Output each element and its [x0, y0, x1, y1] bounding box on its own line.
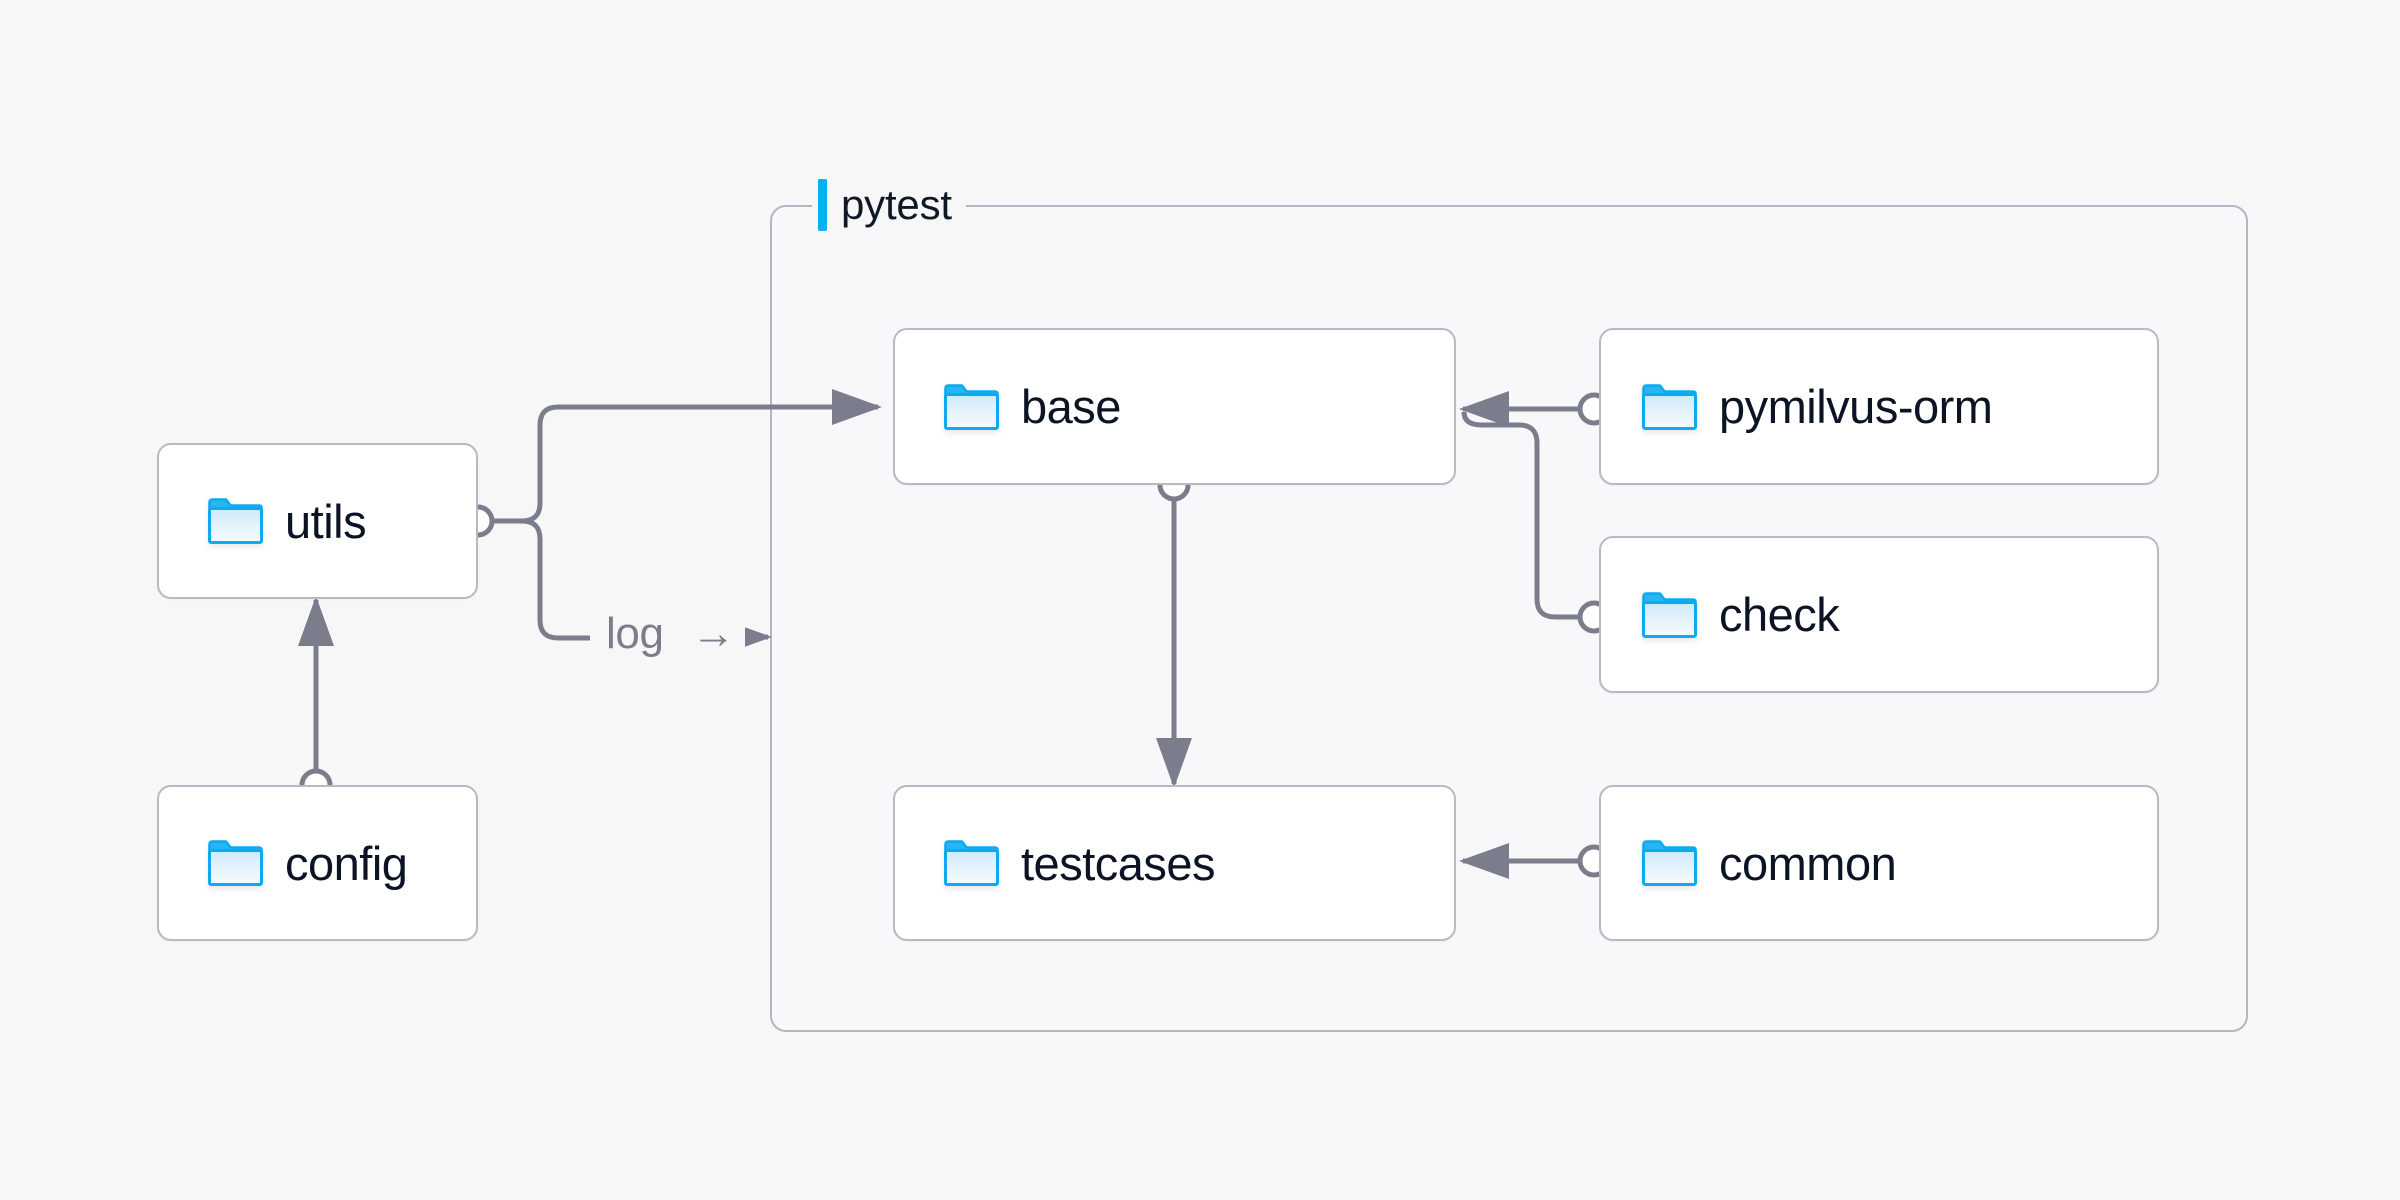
folder-icon [1642, 591, 1697, 638]
node-check[interactable]: check [1599, 536, 2159, 693]
folder-icon [944, 840, 999, 886]
node-pymilvus-orm-label: pymilvus-orm [1719, 380, 1993, 433]
node-testcases[interactable]: testcases [893, 785, 1456, 941]
node-common-label: common [1719, 836, 1897, 890]
node-config[interactable]: config [157, 785, 478, 941]
folder-icon [208, 498, 263, 544]
edge-label-log-text: log [606, 609, 664, 658]
group-pytest-title: pytest [812, 178, 966, 232]
node-testcases-label: testcases [1021, 836, 1216, 890]
node-check-label: check [1719, 588, 1840, 641]
node-utils-content: utils [159, 494, 367, 548]
group-pytest-label: pytest [841, 181, 952, 228]
node-common[interactable]: common [1599, 785, 2159, 941]
edge-config-to-utils [298, 595, 334, 802]
folder-icon [208, 840, 263, 886]
node-utils[interactable]: utils [157, 443, 478, 599]
group-accent-bar [818, 179, 827, 231]
node-base-label: base [1021, 380, 1121, 433]
edge-utils-to-log [485, 518, 590, 641]
node-common-content: common [1601, 836, 1897, 890]
folder-icon [1642, 383, 1697, 430]
node-config-label: config [285, 836, 408, 890]
node-base-content: base [895, 383, 1121, 431]
edge-label-log: log → [596, 612, 745, 656]
node-base[interactable]: base [893, 328, 1456, 485]
node-utils-label: utils [285, 494, 367, 548]
folder-icon [1642, 840, 1697, 886]
folder-icon [944, 383, 999, 430]
arrow-right-icon: → [691, 609, 735, 658]
node-pymilvus-orm[interactable]: pymilvus-orm [1599, 328, 2159, 485]
node-pymilvus-orm-content: pymilvus-orm [1601, 380, 1993, 433]
node-testcases-content: testcases [895, 836, 1216, 890]
node-config-content: config [159, 836, 408, 890]
node-check-content: check [1601, 588, 1840, 641]
